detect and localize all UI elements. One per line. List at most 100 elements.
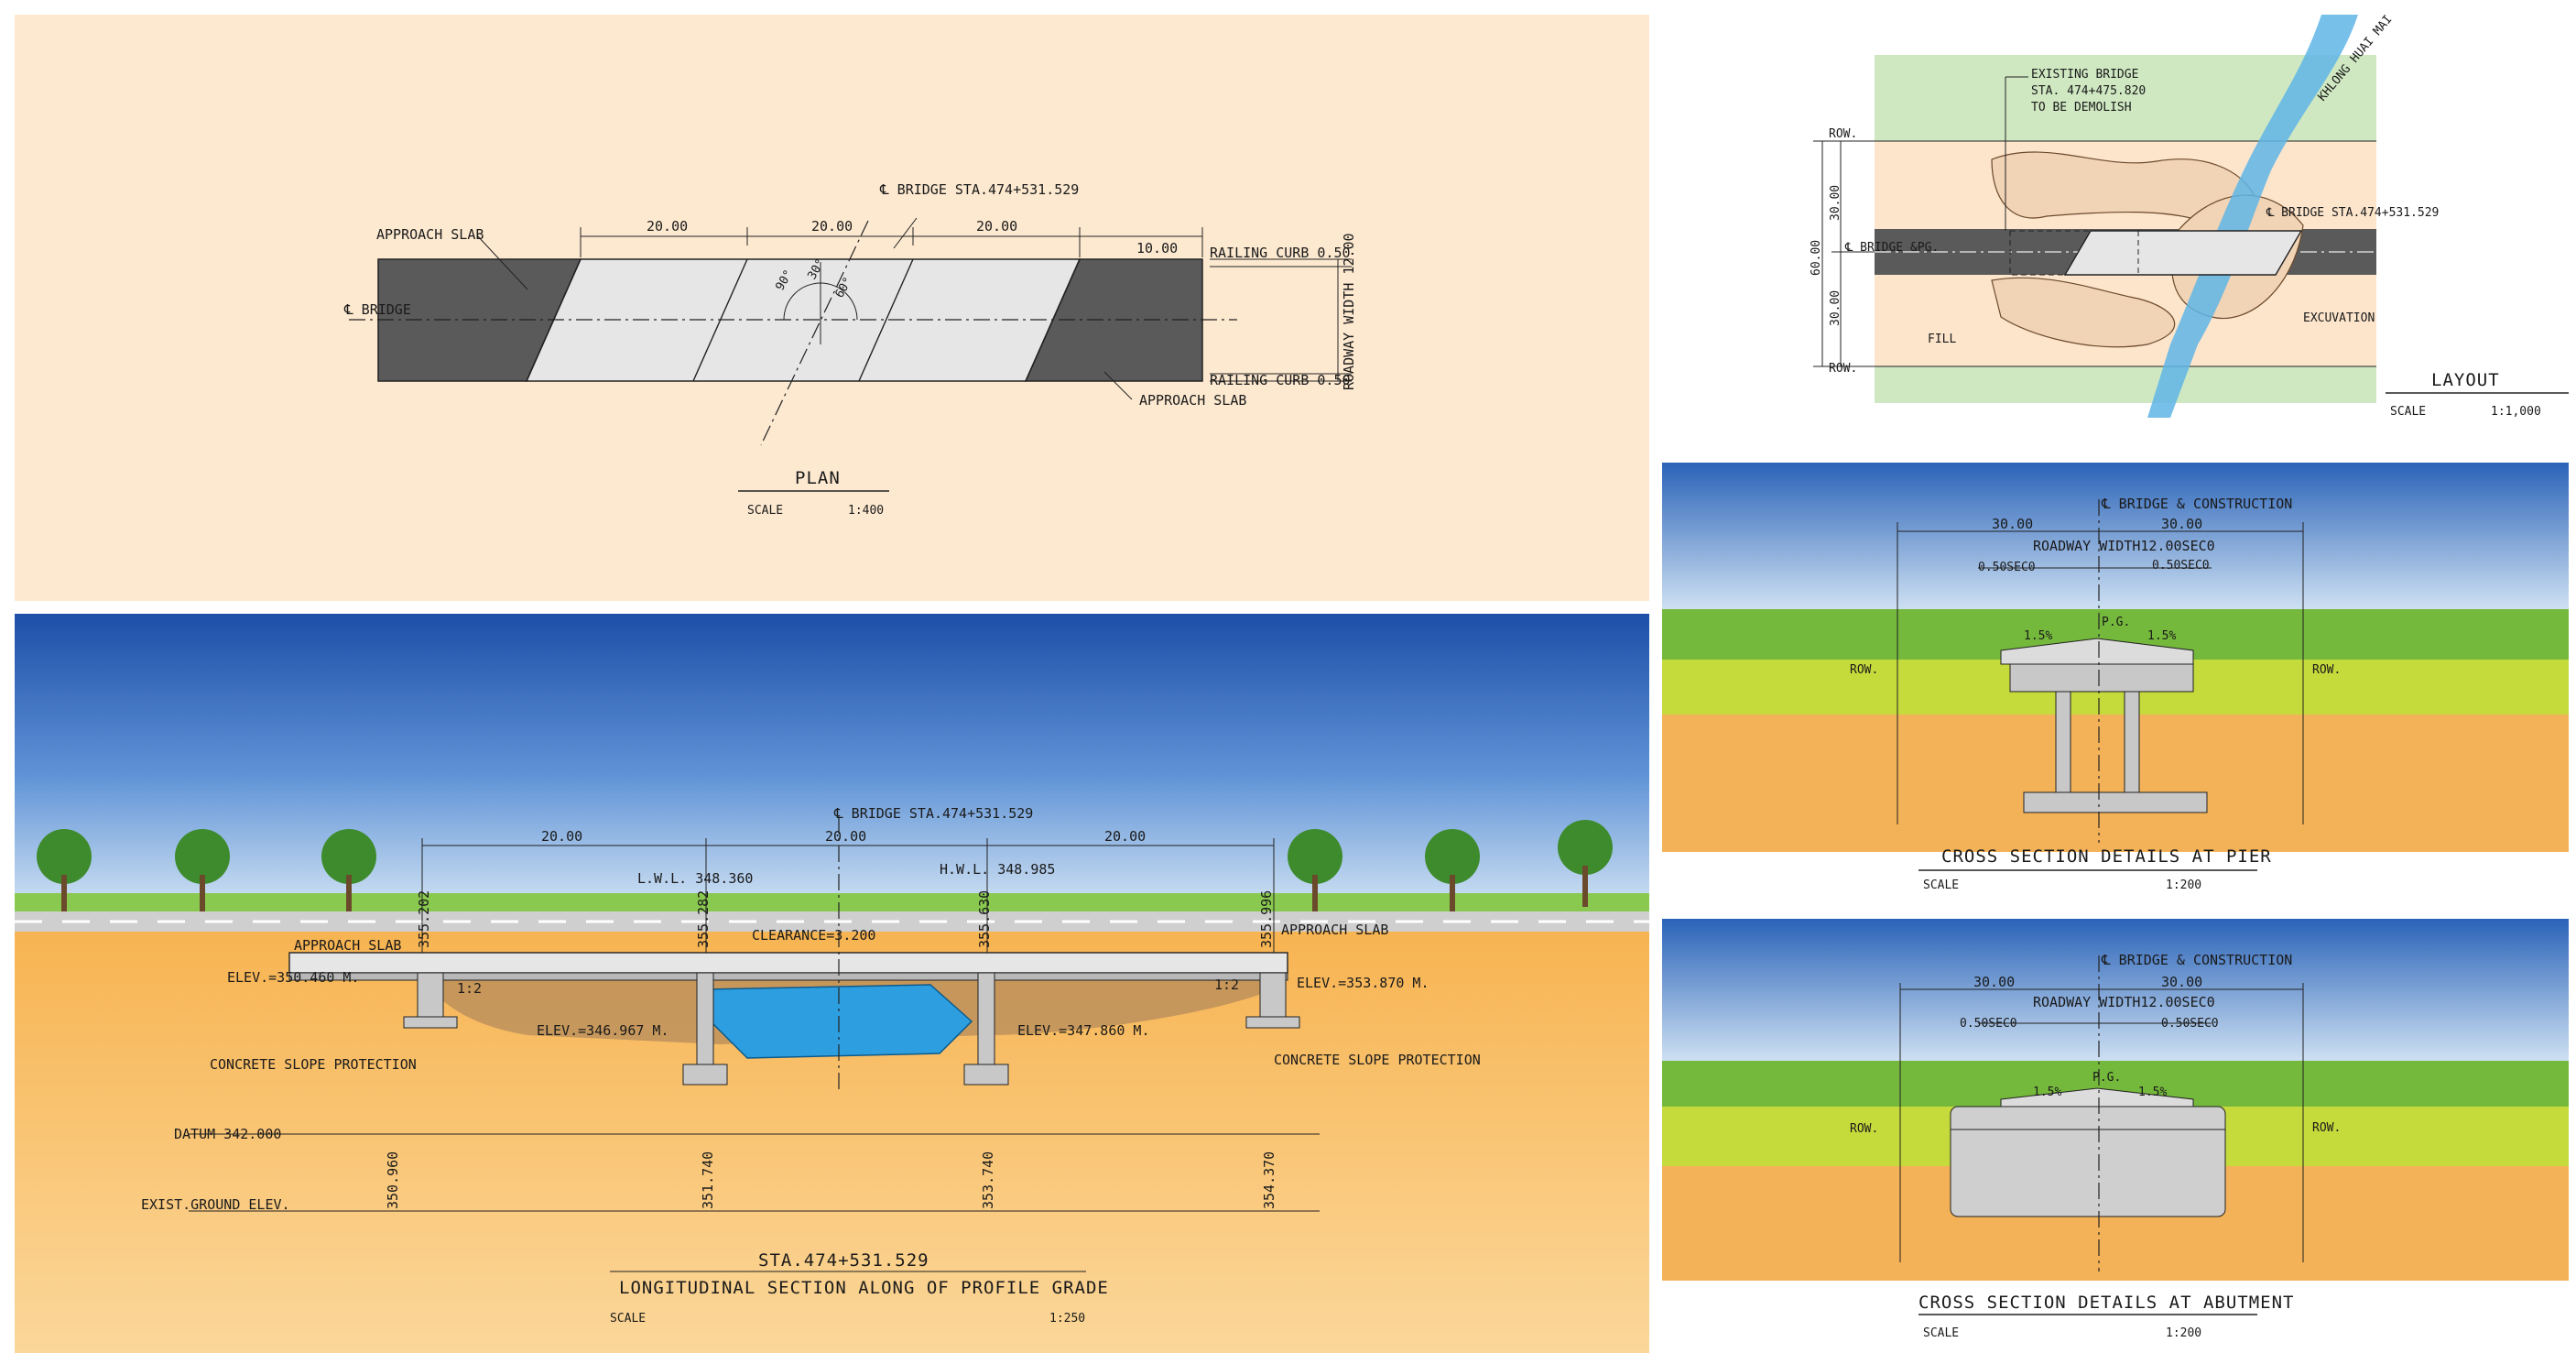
layout-dim-bottom: 30.00: [1829, 290, 1842, 326]
abut-slope-right: 1.5%: [2138, 1086, 2167, 1099]
long-top-elev-1: 355.202: [416, 890, 432, 948]
long-top-elev-2: 355.282: [695, 890, 712, 948]
layout-scale-value: 1:1,000: [2491, 405, 2541, 419]
plan-approach-length: 10.00: [1136, 240, 1178, 256]
long-datum: DATUM 342.000: [174, 1126, 281, 1142]
pier-slope-right: 1.5%: [2147, 629, 2176, 643]
layout-existing-bridge-1: EXISTING BRIDGE: [2031, 68, 2138, 82]
pier-roadway-width: ROADWAY WIDTH12.00SEC0: [2033, 538, 2215, 554]
abut-scale-label: SCALE: [1923, 1326, 1959, 1340]
abut-slope-left: 1.5%: [2033, 1086, 2061, 1099]
layout-title: LAYOUT: [2431, 370, 2500, 390]
abut-dim-left: 30.00: [1973, 974, 2015, 990]
plan-railing-curb-top: RAILING CURB 0.50: [1210, 245, 1351, 261]
long-approach-slab-left: APPROACH SLAB: [294, 937, 401, 954]
long-elev-left: ELEV.=350.460 M.: [227, 969, 360, 986]
long-hwl: H.W.L. 348.985: [940, 861, 1055, 878]
plan-panel: ℄ BRIDGE STA.474+531.529 APPROACH SLAB A…: [15, 15, 1649, 601]
layout-dim-top: 30.00: [1829, 185, 1842, 221]
plan-span-3: 20.00: [976, 218, 1017, 235]
long-clearance: CLEARANCE=3.200: [752, 927, 875, 944]
layout-scale-label: SCALE: [2390, 405, 2426, 419]
abut-curb-right: 0.50SEC0: [2161, 1017, 2219, 1031]
pier-pg: P.G.: [2102, 616, 2130, 629]
pier-curb-left: 0.50SEC0: [1978, 561, 2036, 574]
plan-approach-slab-label-right: APPROACH SLAB: [1139, 392, 1246, 409]
long-span-2: 20.00: [825, 828, 866, 845]
long-title-1: STA.474+531.529: [758, 1250, 929, 1271]
abut-title: CROSS SECTION DETAILS AT ABUTMENT: [1918, 1293, 2295, 1313]
layout-panel: EXISTING BRIDGE STA. 474+475.820 TO BE D…: [1662, 15, 2569, 436]
long-approach-slab-right: APPROACH SLAB: [1281, 922, 1388, 938]
pier-scale-value: 1:200: [2166, 878, 2201, 892]
plan-span-2: 20.00: [811, 218, 853, 235]
long-elev-mid-left: ELEV.=346.967 M.: [537, 1022, 669, 1039]
layout-row-bottom: ROW.: [1829, 362, 1857, 376]
abut-dim-right: 30.00: [2161, 974, 2202, 990]
layout-existing-bridge-2: STA. 474+475.820: [2031, 84, 2146, 98]
pier-section-panel: ℄ BRIDGE & CONSTRUCTION 30.00 30.00 ROAD…: [1662, 463, 2569, 907]
plan-span-1: 20.00: [647, 218, 688, 235]
long-slope-protection-left: CONCRETE SLOPE PROTECTION: [210, 1056, 417, 1073]
pier-dim-right: 30.00: [2161, 516, 2202, 532]
abutment-section-drawing: ℄ BRIDGE & CONSTRUCTION 30.00 30.00 ROAD…: [1662, 919, 2569, 1353]
layout-fill: FILL: [1928, 333, 1956, 346]
long-elev-right: ELEV.=353.870 M.: [1297, 975, 1429, 991]
abut-roadway-width: ROADWAY WIDTH12.00SEC0: [2033, 994, 2215, 1010]
long-ground-elev-2: 351.740: [700, 1151, 716, 1209]
abut-curb-left: 0.50SEC0: [1960, 1017, 2017, 1031]
long-title-2: LONGITUDINAL SECTION ALONG OF PROFILE GR…: [619, 1278, 1109, 1298]
layout-existing-bridge-3: TO BE DEMOLISH: [2031, 101, 2132, 115]
layout-cl-station: ℄ BRIDGE STA.474+531.529: [2266, 206, 2439, 220]
layout-row-top: ROW.: [1829, 127, 1857, 141]
long-scale-value: 1:250: [1049, 1312, 1085, 1326]
plan-approach-slab-label: APPROACH SLAB: [376, 226, 484, 243]
abut-scale-value: 1:200: [2166, 1326, 2201, 1340]
plan-railing-curb-bottom: RAILING CURB 0.50: [1210, 372, 1351, 388]
plan-cl-station: ℄ BRIDGE STA.474+531.529: [879, 181, 1079, 198]
long-ground-elev-1: 350.960: [385, 1151, 401, 1209]
long-slope-left: 1:2: [457, 980, 482, 997]
pier-row-right: ROW.: [2312, 663, 2341, 677]
longitudinal-drawing: ℄ BRIDGE STA.474+531.529 20.00 20.00 20.…: [15, 614, 1649, 1353]
longitudinal-panel: ℄ BRIDGE STA.474+531.529 20.00 20.00 20.…: [15, 614, 1649, 1353]
plan-title: PLAN: [795, 468, 841, 488]
river: [2147, 15, 2358, 418]
long-span-3: 20.00: [1104, 828, 1146, 845]
layout-cl-bridge-pg: ℄ BRIDGE &PG.: [1844, 241, 1939, 255]
plan-scale-label: SCALE: [747, 504, 783, 518]
long-span-1: 20.00: [541, 828, 582, 845]
pier-cl-label: ℄ BRIDGE & CONSTRUCTION: [2101, 496, 2292, 512]
long-top-elev-3: 355.630: [976, 890, 993, 948]
abut-row-left: ROW.: [1850, 1122, 1878, 1136]
pier-curb-right: 0.50SEC0: [2152, 559, 2210, 573]
pier-title: CROSS SECTION DETAILS AT PIER: [1941, 846, 2272, 867]
layout-dim-total: 60.00: [1810, 240, 1823, 276]
abutment-section-panel: ℄ BRIDGE & CONSTRUCTION 30.00 30.00 ROAD…: [1662, 919, 2569, 1353]
plan-cl-bridge: ℄ BRIDGE: [343, 301, 411, 318]
plan-drawing: ℄ BRIDGE STA.474+531.529 APPROACH SLAB A…: [343, 181, 1357, 518]
abut-cl-label: ℄ BRIDGE & CONSTRUCTION: [2101, 952, 2292, 968]
long-ground-elev-4: 354.370: [1261, 1151, 1277, 1209]
abut-row-right: ROW.: [2312, 1121, 2341, 1135]
pier-section-drawing: ℄ BRIDGE & CONSTRUCTION 30.00 30.00 ROAD…: [1662, 463, 2569, 907]
long-slope-protection-right: CONCRETE SLOPE PROTECTION: [1274, 1052, 1481, 1068]
trees: [37, 820, 1613, 911]
long-exist-ground: EXIST.GROUND ELEV.: [141, 1196, 290, 1213]
long-elev-mid-right: ELEV.=347.860 M.: [1017, 1022, 1150, 1039]
long-top-elev-4: 355.996: [1258, 890, 1275, 948]
pier-dim-left: 30.00: [1992, 516, 2033, 532]
layout-drawing: EXISTING BRIDGE STA. 474+475.820 TO BE D…: [1810, 15, 2569, 419]
layout-excavation: EXCUVATION: [2303, 311, 2375, 325]
plan-scale-value: 1:400: [848, 504, 884, 518]
pier-slope-left: 1.5%: [2024, 629, 2052, 643]
long-slope-right: 1:2: [1214, 977, 1239, 993]
plan-roadway-width: ROADWAY WIDTH 12.00: [1341, 233, 1357, 390]
long-ground-elev-3: 353.740: [980, 1151, 996, 1209]
abut-pg: P.G.: [2092, 1071, 2121, 1085]
pier-row-left: ROW.: [1850, 663, 1878, 677]
long-lwl: L.W.L. 348.360: [637, 870, 753, 887]
pier-scale-label: SCALE: [1923, 878, 1959, 892]
long-cl-station: ℄ BRIDGE STA.474+531.529: [833, 805, 1033, 822]
long-scale-label: SCALE: [610, 1312, 646, 1326]
